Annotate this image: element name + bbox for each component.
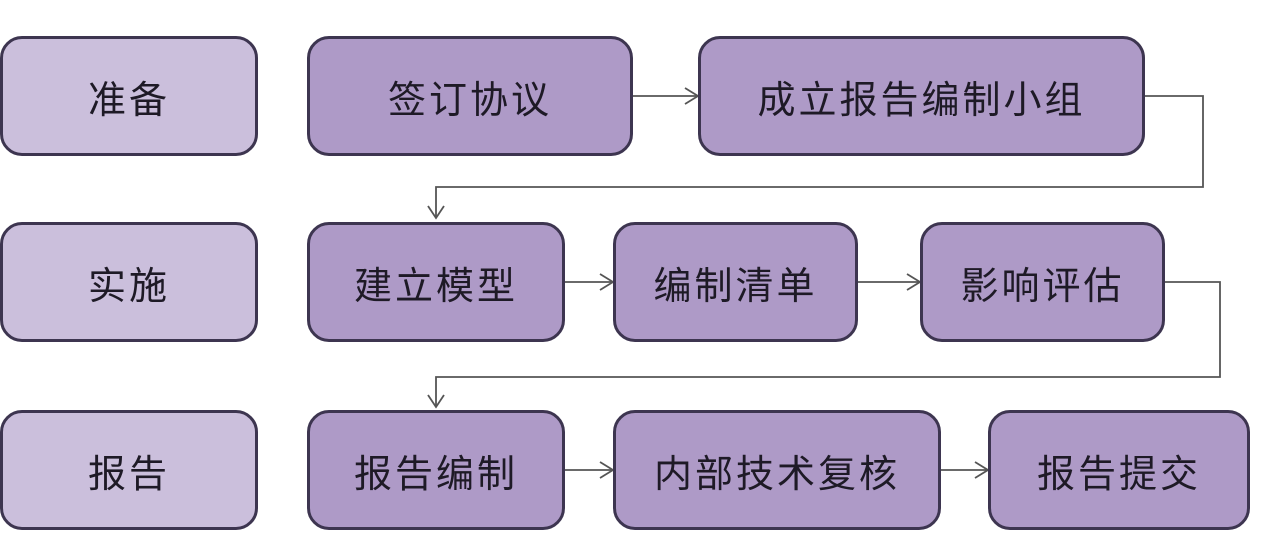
step-label: 影响评估 [960,263,1125,308]
step-label: 编制清单 [653,263,818,308]
stage-label: 准备 [87,77,170,122]
elbow-team-to-model [435,95,1204,218]
stage-box-prepare: 准备 [0,36,258,156]
stage-label: 报告 [87,451,170,496]
step-box-sign-agreement: 签订协议 [307,36,633,156]
elbow-impact-to-report-head [427,394,445,409]
step-box-report-submission: 报告提交 [988,410,1250,530]
step-box-build-model: 建立模型 [307,222,565,342]
step-box-compile-inventory: 编制清单 [613,222,858,342]
step-box-internal-review: 内部技术复核 [613,410,941,530]
step-box-report-drafting: 报告编制 [307,410,565,530]
step-box-form-team: 成立报告编制小组 [698,36,1145,156]
step-label: 内部技术复核 [653,451,900,496]
elbow-team-to-model-head [427,205,445,220]
stage-label: 实施 [87,263,170,308]
step-label: 签订协议 [387,77,552,122]
step-label: 建立模型 [353,263,518,308]
step-label: 成立报告编制小组 [757,77,1086,122]
stage-box-report: 报告 [0,410,258,530]
step-label: 报告提交 [1036,451,1201,496]
step-box-impact-assessment: 影响评估 [920,222,1165,342]
elbow-impact-to-report [435,281,1221,407]
step-label: 报告编制 [353,451,518,496]
stage-box-implement: 实施 [0,222,258,342]
